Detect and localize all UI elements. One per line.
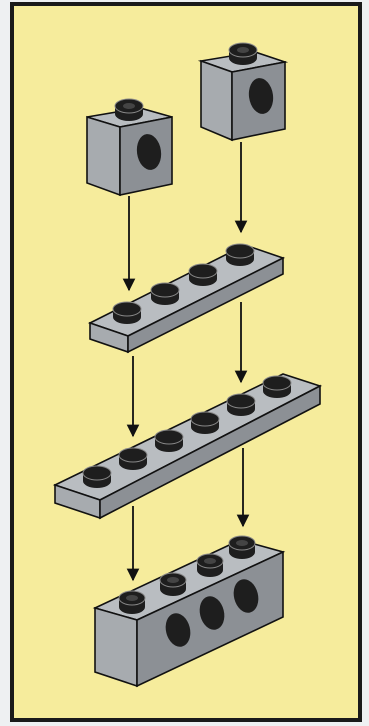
stud [119,591,145,614]
stud [197,554,223,577]
stud [189,264,217,286]
stud [160,573,186,596]
stud [263,376,291,398]
stud [155,430,183,452]
stud [83,466,111,488]
stud [226,244,254,266]
stud [191,412,219,434]
stud [113,302,141,324]
stud [229,536,255,559]
stud [227,394,255,416]
stud [151,283,179,305]
stud [119,448,147,470]
